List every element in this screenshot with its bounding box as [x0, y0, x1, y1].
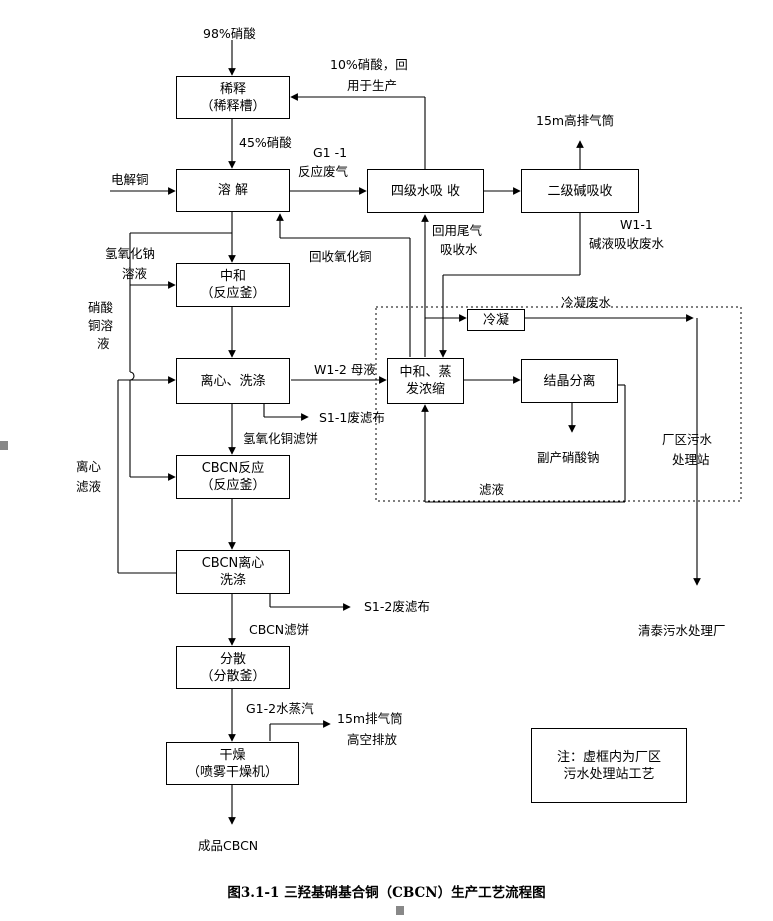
- byproduct-label: 副产硝酸钠: [537, 450, 600, 465]
- acid45-label: 45%硝酸: [239, 135, 292, 150]
- cbcn-reaction-equip: （反应釜）: [200, 478, 266, 493]
- dissolve-box: 溶 解: [176, 169, 290, 212]
- filtrate-label: 滤液: [479, 482, 505, 497]
- w11-label-line2: 碱液吸收废水: [589, 236, 665, 251]
- reuse-label-line2: 吸收水: [440, 242, 478, 257]
- neutralize-box: 中和 （反应釜）: [176, 263, 290, 307]
- disperse-equip: （分散釜）: [200, 668, 266, 684]
- cbcn-centrifuge-equip: 洗涤: [219, 573, 246, 588]
- stack15-top-label: 15m高排气筒: [536, 113, 615, 128]
- dilution-equip: （稀释槽）: [200, 98, 266, 114]
- disperse-name: 分散: [219, 651, 246, 667]
- two-stage-alkali-box: 二级碱吸收: [521, 169, 639, 213]
- recover-cuo-label: 回收氧化铜: [309, 249, 372, 264]
- centr-filtrate-line1: 离心: [76, 459, 102, 474]
- cuno3-label-line2: 铜溶: [88, 318, 114, 333]
- acid10-label-line2: 用于生产: [347, 78, 398, 93]
- qingtai-label: 清泰污水处理厂: [638, 623, 726, 638]
- cuno3-label-line1: 硝酸: [88, 300, 114, 315]
- plant-label-line2: 处理站: [672, 452, 710, 467]
- w12-label: W1-2 母液: [314, 362, 376, 377]
- g12-label: G1-2水蒸汽: [246, 701, 314, 716]
- reuse-label-line1: 回用尾气: [432, 223, 483, 238]
- centrifuge-wash-box: 离心、洗涤: [176, 358, 290, 404]
- w11-label-line1: W1-1: [620, 217, 653, 232]
- dissolve-name: 溶 解: [217, 183, 249, 198]
- two-stage-alkali-name: 二级碱吸收: [547, 183, 613, 199]
- four-stage-absorb-name: 四级水吸 收: [390, 183, 461, 199]
- stack15-label-line2: 高空排放: [347, 732, 398, 747]
- acid98-label: 98%硝酸: [203, 26, 256, 41]
- cuoh-cake-label: 氢氧化铜滤饼: [243, 431, 319, 446]
- disperse-box: 分散（分散釜）: [176, 646, 290, 689]
- elec-cu-label: 电解铜: [111, 172, 149, 187]
- dry-equip: （喷雾干燥机）: [186, 764, 278, 780]
- centrifuge-wash-name: 离心、洗涤: [200, 373, 266, 389]
- dry-name: 干燥: [219, 747, 246, 763]
- dilution-box: 稀释（稀释槽）: [176, 76, 290, 119]
- neutralize-equip: （反应釜）: [200, 286, 266, 301]
- cbcn-reaction-name: CBCN反应: [201, 461, 265, 476]
- acid10-label-line1: 10%硝酸，回: [330, 57, 408, 72]
- stack15-label-line1: 15m排气筒: [337, 711, 403, 726]
- cbcn-centrifuge-name: CBCN离心: [201, 556, 265, 571]
- neutral-evap-line1: 中和、蒸: [399, 365, 452, 380]
- figure-caption: 图3.1-1 三羟基硝基合铜（CBCN）生产工艺流程图: [227, 885, 546, 901]
- crystal-sep-box: 结晶分离: [521, 359, 618, 403]
- cuno3-label-line3: 液: [97, 336, 110, 351]
- g11-label-line2: 反应废气: [298, 164, 349, 179]
- cbcn-reaction-box: CBCN反应 （反应釜）: [176, 455, 290, 499]
- note-line1: 注：虚框内为厂区: [556, 749, 661, 765]
- cbcn-cake-label: CBCN滤饼: [249, 622, 310, 637]
- bottom-page-marker: [396, 906, 404, 915]
- cbcn-centrifuge-box: CBCN离心洗涤: [176, 550, 290, 594]
- plant-label-line1: 厂区污水: [662, 432, 713, 447]
- four-stage-absorb-box: 四级水吸 收: [367, 169, 484, 213]
- product-label: 成品CBCN: [198, 838, 259, 853]
- neutral-evap-box: 中和、蒸发浓缩: [387, 358, 464, 404]
- neutralize-name: 中和: [219, 269, 246, 284]
- note-box: 注：虚框内为厂区污水处理站工艺: [531, 728, 687, 803]
- dilution-name: 稀释: [219, 81, 246, 97]
- centr-filtrate-line2: 滤液: [76, 479, 102, 494]
- wastewater-station-region: [375, 306, 742, 502]
- naoh-label-line2: 溶液: [122, 266, 148, 281]
- s12-label: S1-2废滤布: [364, 599, 430, 614]
- g11-label-line1: G1 -1: [313, 145, 348, 160]
- note-line2: 污水处理站工艺: [563, 766, 655, 782]
- cond-waste-label: 冷凝废水: [561, 295, 612, 310]
- left-page-marker: [0, 441, 8, 450]
- neutral-evap-line2: 发浓缩: [405, 382, 445, 397]
- condense-box: 冷凝: [467, 309, 525, 331]
- s11-label: S1-1废滤布: [319, 410, 385, 425]
- dry-box: 干燥（喷雾干燥机）: [166, 742, 299, 785]
- naoh-label-line1: 氢氧化钠: [105, 246, 156, 261]
- condense-name: 冷凝: [482, 312, 509, 328]
- crystal-sep-name: 结晶分离: [543, 373, 596, 389]
